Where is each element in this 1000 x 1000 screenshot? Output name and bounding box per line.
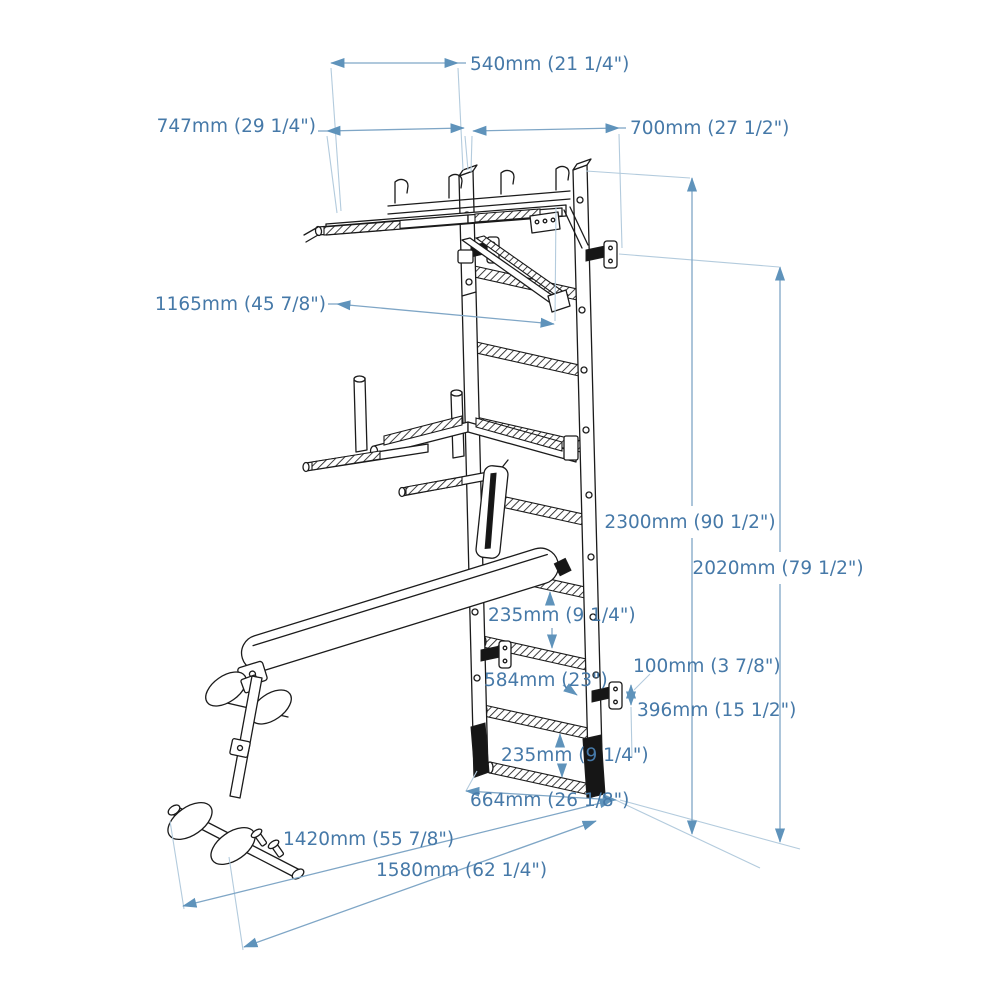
dim-label-100mm: 100mm (3 7/8")	[633, 656, 781, 677]
beam-hooks	[394, 165, 570, 204]
dim-label-1420mm: 1420mm (55 7/8")	[283, 829, 454, 850]
dim-label-396mm: 396mm (15 1/2")	[637, 700, 796, 721]
dimension-labels: 540mm (21 1/4") 747mm (29 1/4") 700mm (2…	[155, 54, 864, 881]
dim-label-540mm: 540mm (21 1/4")	[470, 54, 629, 75]
dim-label-584mm: 584mm (23")	[484, 670, 608, 691]
dim-label-664mm: 664mm (26 1/8")	[470, 790, 629, 811]
pullup-bar-unit	[303, 165, 589, 313]
dim-label-2300mm: 2300mm (90 1/2")	[604, 512, 775, 533]
dim-label-747mm: 747mm (29 1/4")	[157, 116, 316, 137]
dim-label-1165mm: 1165mm (45 7/8")	[155, 294, 326, 315]
dim-label-235mm-lower: 235mm (9 1/4")	[501, 745, 649, 766]
extension-lines	[169, 67, 801, 951]
dim-label-235mm-upper: 235mm (9 1/4")	[488, 605, 636, 626]
dimension-lines	[182, 57, 786, 948]
dim-label-2020mm: 2020mm (79 1/2")	[692, 558, 863, 579]
dim-label-700mm: 700mm (27 1/2")	[630, 118, 789, 139]
dip-station	[302, 375, 579, 559]
dim-label-1580mm: 1580mm (62 1/4")	[376, 860, 547, 881]
